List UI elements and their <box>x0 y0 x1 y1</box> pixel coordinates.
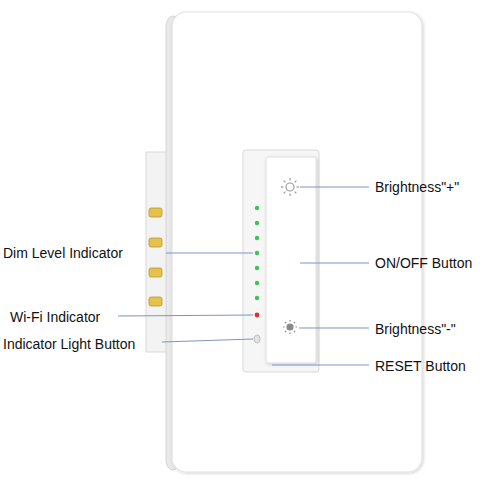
leader-line <box>300 187 369 188</box>
callout-label: RESET Button <box>375 358 466 374</box>
leader-line <box>300 263 369 264</box>
dim-led <box>255 221 259 225</box>
sun-ray <box>289 320 290 322</box>
sun-ray <box>284 181 286 183</box>
sun-ray <box>294 331 295 332</box>
dim-led <box>255 236 259 240</box>
brightness-up-icon <box>281 178 299 196</box>
callout-label: ON/OFF Button <box>375 255 472 271</box>
sun-ray <box>295 181 297 183</box>
leader-line <box>299 328 369 329</box>
leader-line <box>162 339 253 342</box>
sun-ray <box>297 186 300 187</box>
sun-ray <box>289 178 290 181</box>
sun-ray <box>294 322 295 323</box>
rocker-frame <box>243 150 319 372</box>
sun-core <box>286 183 294 191</box>
callout-label: Indicator Light Button <box>3 336 135 352</box>
terminal <box>149 297 162 306</box>
terminal <box>149 268 162 277</box>
callout-label: Dim Level Indicator <box>3 245 123 261</box>
callout-label: Brightness"+" <box>375 179 459 195</box>
dim-led <box>255 206 259 210</box>
leader-line <box>272 365 369 366</box>
sun-ray <box>281 186 284 187</box>
dim-led <box>255 281 259 285</box>
sun-ray <box>285 331 286 332</box>
callout-label: Wi-Fi Indicator <box>10 309 100 325</box>
leader-line <box>118 315 253 316</box>
wifi-led <box>255 313 260 318</box>
dim-led <box>255 266 259 270</box>
sun-ray <box>283 326 285 327</box>
terminal-group <box>149 208 162 306</box>
rocker-key <box>266 157 316 363</box>
dim-led <box>255 251 259 255</box>
dim-led <box>255 296 259 300</box>
sun-ray <box>285 322 286 323</box>
wall-plate <box>172 12 422 472</box>
sun-ray <box>295 192 297 194</box>
leader-group <box>118 187 369 365</box>
indicator-light-button <box>254 335 260 343</box>
sun-core <box>287 324 293 330</box>
brightness-down-icon <box>283 320 297 334</box>
sun-ray <box>296 326 298 327</box>
sun-ray <box>284 192 286 194</box>
leader-line <box>166 253 253 254</box>
sun-ray <box>289 194 290 197</box>
sun-ray <box>289 333 290 335</box>
terminal <box>149 208 162 217</box>
dim-led-group <box>255 206 259 300</box>
callout-label: Brightness"-" <box>375 321 456 337</box>
terminal <box>149 238 162 247</box>
